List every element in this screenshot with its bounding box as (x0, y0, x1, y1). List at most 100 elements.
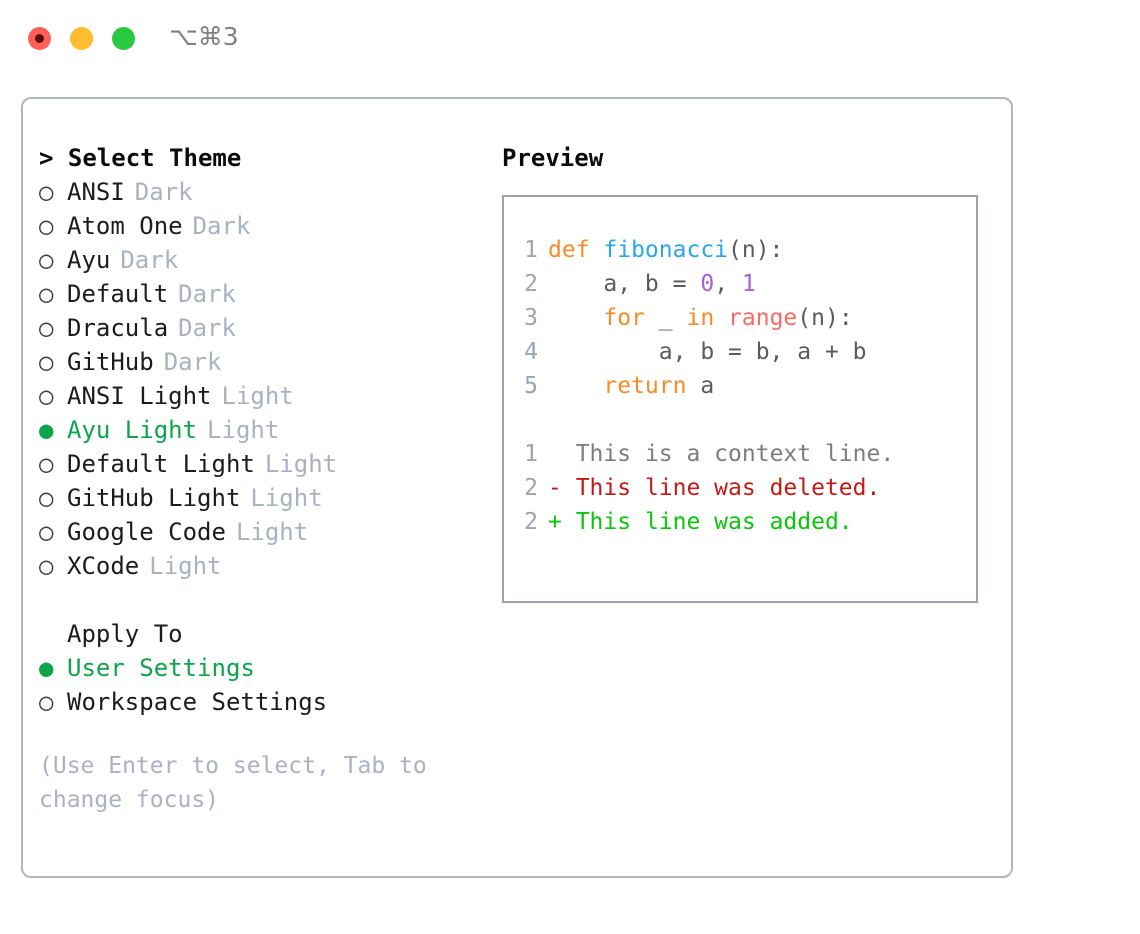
radio-icon: ○ (39, 450, 54, 478)
title-bar: ⌥⌘3 (0, 0, 1140, 78)
code-token: range (728, 305, 798, 331)
code-line: 5 return a (504, 369, 976, 403)
line-number: 2 (524, 271, 538, 297)
diff-line-context: 1 This is a context line. (504, 437, 976, 471)
theme-variant-tag: Light (149, 552, 222, 580)
radio-icon: ○ (39, 688, 54, 716)
theme-variant-tag: Dark (163, 348, 222, 376)
diff-line-deleted: 2- This line was deleted. (504, 471, 976, 505)
theme-variant-tag: Dark (178, 280, 236, 308)
radio-icon: ○ (39, 518, 54, 546)
minimize-button[interactable] (70, 27, 93, 50)
theme-variant-tag: Light (250, 484, 323, 512)
theme-option-label: Google Code (67, 518, 226, 546)
diff-marker: - (548, 475, 562, 501)
maximize-button[interactable] (112, 27, 135, 50)
code-token: 1 (741, 271, 756, 297)
theme-option-ayu-light[interactable]: ● Ayu Light Light (39, 413, 484, 447)
theme-option-label: ANSI (67, 178, 125, 206)
code-token: (n): (797, 305, 853, 331)
code-token: return (603, 373, 687, 399)
apply-to-header: Apply To (67, 620, 183, 648)
code-line: 4 a, b = b, a + b (504, 335, 976, 369)
code-token: _ (644, 305, 687, 331)
diff-marker (548, 441, 562, 467)
code-line: 3 for _ in range(n): (504, 301, 976, 335)
diff-text: This line was deleted. (561, 475, 881, 501)
line-number: 1 (524, 237, 538, 263)
line-number: 2 (524, 509, 538, 535)
radio-icon: ○ (39, 314, 54, 342)
line-number: 4 (524, 339, 538, 365)
radio-icon-selected: ● (39, 654, 54, 682)
keyboard-shortcut-label: ⌥⌘3 (169, 22, 239, 51)
diff-line-added: 2 + This line was added. (504, 505, 976, 539)
code-token: , (714, 271, 742, 297)
theme-option-label: Dracula (67, 314, 169, 342)
theme-option-xcode[interactable]: ○ XCode Light (39, 549, 484, 583)
theme-option-label: Ayu Light (67, 416, 198, 444)
header-text: Select Theme (67, 144, 242, 172)
theme-option-label: ANSI Light (67, 382, 212, 410)
keyboard-hint-text: (Use Enter to select, Tab to change focu… (39, 753, 427, 813)
theme-option-label: Ayu (67, 246, 111, 274)
theme-variant-tag: Dark (120, 246, 179, 274)
theme-option-label: GitHub Light (67, 484, 241, 512)
code-token (548, 373, 603, 399)
theme-option-ansi-light[interactable]: ○ ANSI Light Light (39, 379, 484, 413)
theme-variant-tag: Light (264, 450, 338, 478)
theme-variant-tag: Light (207, 416, 280, 444)
code-blank-line (504, 403, 976, 437)
theme-option-label: GitHub (67, 348, 154, 376)
theme-variant-tag: Light (235, 518, 309, 546)
theme-option-label: Default (67, 280, 169, 308)
theme-option-dracula[interactable]: ○ Dracula Dark (39, 311, 484, 345)
radio-icon: ○ (39, 382, 54, 410)
radio-icon: ○ (39, 552, 54, 580)
select-theme-header: > Select Theme (39, 141, 484, 175)
theme-option-label: XCode (67, 552, 140, 580)
apply-option-label: Workspace Settings (67, 688, 328, 716)
apply-option-label: User Settings (67, 654, 255, 682)
code-token: a, b = b, a + b (548, 339, 867, 365)
theme-variant-tag: Light (221, 382, 294, 410)
code-token: a, b = (548, 271, 701, 297)
diff-marker: + (548, 509, 562, 535)
apply-option-workspace-settings[interactable]: ○ Workspace Settings (39, 685, 484, 719)
code-token: in (686, 305, 715, 331)
code-token: (n): (728, 237, 784, 263)
theme-variant-tag: Dark (178, 314, 236, 342)
code-token: 0 (700, 271, 715, 297)
apply-option-user-settings[interactable]: ● User Settings (39, 651, 484, 685)
section-spacer (39, 583, 484, 617)
theme-variant-tag: Dark (134, 178, 193, 206)
code-token: a (686, 373, 715, 399)
line-number: 5 (524, 373, 538, 399)
code-token (714, 305, 728, 331)
radio-icon: ○ (39, 246, 54, 274)
line-number: 1 (524, 441, 538, 467)
line-number: 2 (524, 475, 538, 501)
theme-option-ayu[interactable]: ○ Ayu Dark (39, 243, 484, 277)
preview-title: Preview (502, 144, 604, 172)
code-token: for (603, 305, 645, 331)
theme-option-google-code[interactable]: ○ Google Code Light (39, 515, 484, 549)
diff-text: This line was added. (561, 509, 853, 535)
close-button[interactable] (28, 27, 51, 50)
line-number: 3 (524, 305, 538, 331)
radio-icon: ○ (39, 212, 54, 240)
code-token: def (548, 237, 604, 263)
code-token (548, 305, 603, 331)
radio-icon-selected: ● (39, 416, 54, 444)
